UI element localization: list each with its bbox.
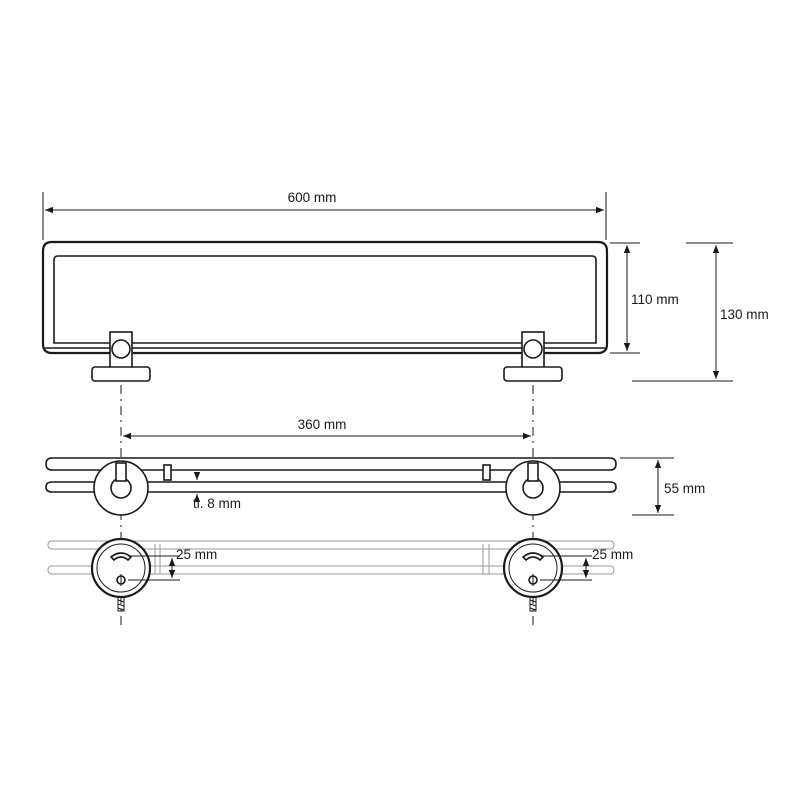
offset-right-label: 25 mm [592,547,633,562]
mount-right-arm [527,462,539,482]
bracket-left-front [91,331,151,382]
mounting-view: 25 mm 25 mm [47,537,633,612]
screw-right-thread [529,599,537,611]
mount-plate-left-rim [96,543,146,593]
mount-plate-right [502,537,564,612]
glass-shelf-bottom [45,481,617,493]
screw-left-thread [117,599,125,611]
shelf-outline-top [47,540,615,550]
bracket-left-knob [111,339,131,359]
clip-right [482,464,491,481]
height110-label: 110 mm [631,292,679,307]
front-view: 600 mm 110 mm 130 mm [41,190,769,382]
mount-plate-left-disc [90,537,152,599]
mount-right-top [482,460,561,516]
thickness-label: tl. 8 mm [193,496,241,511]
bracket-right-front [503,331,563,382]
bracket-left-base [91,366,151,382]
keyhole-right-slot [521,552,545,562]
shelf-outline-bottom [47,565,615,575]
bracket-right-base [503,366,563,382]
mount-left-top [93,460,172,516]
mount-plate-right-disc [502,537,564,599]
rail-frame-inner [53,255,597,344]
keyhole-left-slot [109,552,133,562]
mount-left-arm [115,462,127,482]
mount-plate-right-rim [508,543,558,593]
width-dimension-label: 600 mm [288,190,337,205]
spacing-dimension-label: 360 mm [298,417,347,432]
clip-left [163,464,172,481]
top-view: 360 mm tl. 8 mm 55 mm [45,417,705,516]
glass-shelf-top [45,457,617,471]
depth-label: 55 mm [664,481,705,496]
rail-frame-outer [41,240,609,355]
offset-left-label: 25 mm [176,547,217,562]
bracket-right-knob [523,339,543,359]
mount-plate-left [90,537,152,612]
height130-label: 130 mm [720,307,769,322]
